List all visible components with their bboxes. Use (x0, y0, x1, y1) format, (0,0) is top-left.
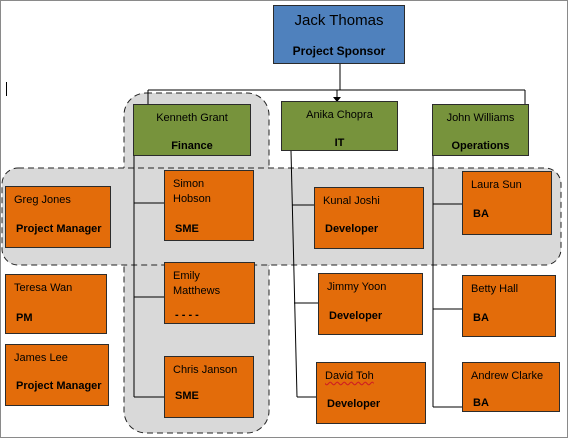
member-box-simon-hobson[interactable]: Simon Hobson SME (164, 170, 254, 241)
member-name: Teresa Wan (14, 282, 73, 294)
connector-it-trunk (290, 150, 298, 398)
sponsor-box[interactable]: Jack Thomas Project Sponsor (273, 5, 405, 64)
member-role: BA (473, 397, 489, 409)
department-head-name: John Williams (446, 112, 515, 124)
member-role: PM (16, 312, 33, 324)
member-role: Project Manager (16, 223, 102, 235)
member-role: - - - - (175, 309, 199, 321)
member-name: Greg Jones (14, 194, 71, 206)
member-role: SME (175, 390, 199, 402)
member-box-betty-hall[interactable]: Betty Hall BA (462, 275, 556, 337)
connector-to-it-arrow (333, 97, 341, 102)
member-box-andrew-clarke[interactable]: Andrew Clarke BA (462, 362, 560, 412)
member-box-david-toh[interactable]: David Toh Developer (316, 362, 426, 424)
member-name: Betty Hall (471, 283, 519, 295)
member-name: Emily Matthews (173, 270, 221, 297)
department-role: Finance (171, 140, 213, 152)
department-head-name: Kenneth Grant (156, 112, 228, 124)
member-box-james-lee[interactable]: James Lee Project Manager (5, 344, 109, 406)
department-finance-box[interactable]: Kenneth Grant Finance (133, 104, 251, 156)
member-box-emily-matthews[interactable]: Emily Matthews - - - - (164, 262, 255, 324)
member-box-kunal-joshi[interactable]: Kunal Joshi Developer (314, 187, 424, 249)
sponsor-role: Project Sponsor (292, 44, 386, 58)
sponsor-name: Jack Thomas (294, 12, 384, 29)
member-box-laura-sun[interactable]: Laura Sun BA (462, 171, 552, 235)
member-box-teresa-wan[interactable]: Teresa Wan PM (5, 274, 107, 334)
member-box-jimmy-yoon[interactable]: Jimmy Yoon Developer (318, 273, 423, 335)
member-name: James Lee (14, 352, 68, 364)
member-role: BA (473, 208, 489, 220)
department-operations-box[interactable]: John Williams Operations (432, 104, 529, 156)
text-cursor (6, 82, 7, 96)
member-role: Project Manager (16, 380, 102, 392)
department-role: Operations (451, 140, 510, 152)
member-box-chris-janson[interactable]: Chris Janson SME (164, 356, 254, 418)
member-name: Andrew Clarke (471, 370, 544, 382)
department-it-box[interactable]: Anika Chopra IT (281, 101, 398, 151)
member-role: Developer (329, 310, 383, 322)
member-name: Chris Janson (173, 364, 238, 376)
member-role: Developer (325, 223, 379, 235)
member-role: Developer (327, 398, 381, 410)
member-box-greg-jones[interactable]: Greg Jones Project Manager (5, 186, 111, 248)
member-name: Laura Sun (471, 179, 522, 191)
member-name: Kunal Joshi (323, 195, 380, 207)
department-role: IT (334, 137, 345, 149)
member-name: Jimmy Yoon (327, 281, 387, 293)
member-role: BA (473, 312, 489, 324)
member-name: David Toh (325, 370, 374, 382)
member-role: SME (175, 223, 199, 235)
department-head-name: Anika Chopra (306, 109, 373, 121)
member-name: Simon Hobson (173, 178, 211, 205)
